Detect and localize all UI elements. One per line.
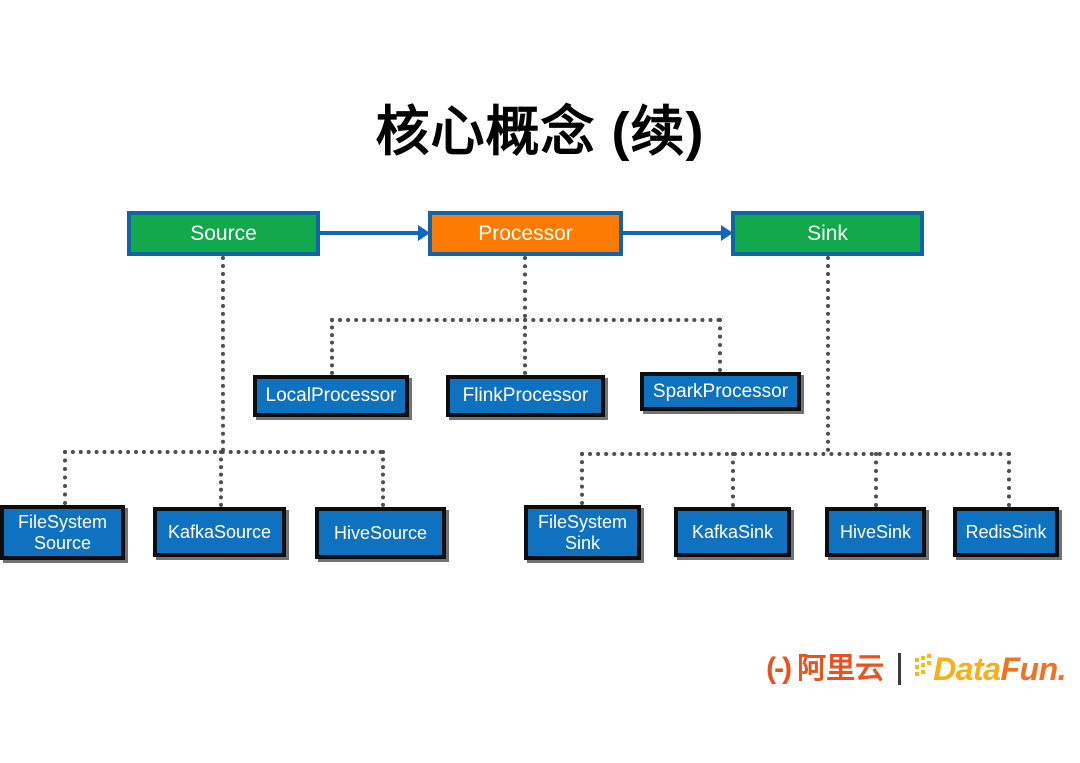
node-kafka-sink[interactable]: KafkaSink <box>674 507 791 557</box>
node-filesystem-source-label-line1: FileSystem <box>17 512 107 533</box>
node-flink-processor[interactable]: FlinkProcessor <box>446 375 605 417</box>
connector-processor-drop-2 <box>523 318 527 375</box>
datafun-fun-text: Fun. <box>1000 651 1066 687</box>
node-redis-sink[interactable]: RedisSink <box>953 507 1059 557</box>
node-source-label: Source <box>190 221 257 245</box>
connector-sink-drop-2 <box>731 452 735 507</box>
node-processor[interactable]: Processor <box>428 211 623 256</box>
connector-processor-drop-1 <box>330 318 334 375</box>
alibaba-cloud-text: 阿里云 <box>797 652 885 685</box>
connector-source-drop-3 <box>381 450 385 507</box>
node-hive-source-label: HiveSource <box>333 522 428 543</box>
node-sink[interactable]: Sink <box>731 211 924 256</box>
node-hive-sink[interactable]: HiveSink <box>825 507 926 557</box>
node-filesystem-source[interactable]: FileSystem Source <box>0 505 125 560</box>
node-filesystem-sink-label-line2: Sink <box>564 532 600 553</box>
connector-processor-trunk <box>523 256 527 318</box>
connector-sink-drop-4 <box>1007 452 1011 507</box>
logo-divider <box>898 653 902 685</box>
connector-source-drop-1 <box>63 450 67 505</box>
node-filesystem-sink-label-line1: FileSystem <box>537 512 627 533</box>
node-kafka-sink-label: KafkaSink <box>691 521 774 542</box>
node-spark-processor-label: SparkProcessor <box>652 380 789 402</box>
connector-source-bus <box>63 450 383 454</box>
arrow-source-to-processor-head <box>418 225 430 241</box>
node-hive-sink-label: HiveSink <box>839 521 912 542</box>
alibaba-cloud-logo: (-) 阿里云 <box>766 654 884 684</box>
arrow-processor-to-sink <box>623 231 723 235</box>
connector-sink-drop-1 <box>580 452 584 505</box>
connector-sink-drop-3 <box>874 452 878 507</box>
connector-sink-bus <box>580 452 1011 456</box>
node-source[interactable]: Source <box>127 211 320 256</box>
connector-sink-trunk <box>826 256 830 452</box>
node-kafka-source[interactable]: KafkaSource <box>153 507 286 557</box>
connector-source-trunk <box>221 256 225 452</box>
connector-source-drop-2 <box>219 450 223 507</box>
node-local-processor-label: LocalProcessor <box>265 385 397 407</box>
datafun-data-text: Data <box>933 651 1001 687</box>
node-kafka-source-label: KafkaSource <box>167 521 272 542</box>
node-filesystem-sink[interactable]: FileSystem Sink <box>524 505 641 560</box>
footer-logos: (-) 阿里云 Data Fun. <box>766 653 1066 685</box>
node-local-processor[interactable]: LocalProcessor <box>253 375 409 417</box>
arrow-source-to-processor <box>320 231 420 235</box>
node-sink-label: Sink <box>807 221 848 245</box>
node-flink-processor-label: FlinkProcessor <box>462 385 589 407</box>
node-processor-label: Processor <box>478 221 573 245</box>
alibaba-cloud-mark-icon: (-) <box>766 652 792 685</box>
node-hive-source[interactable]: HiveSource <box>315 507 446 559</box>
page-title: 核心概念 (续) <box>375 102 705 162</box>
datafun-logo: Data Fun. <box>915 653 1066 685</box>
arrow-processor-to-sink-head <box>721 225 733 241</box>
datafun-dots-icon <box>915 654 932 680</box>
connector-processor-drop-3 <box>718 318 722 372</box>
node-spark-processor[interactable]: SparkProcessor <box>640 372 801 411</box>
node-filesystem-source-label-line2: Source <box>33 532 92 553</box>
node-redis-sink-label: RedisSink <box>965 521 1047 542</box>
